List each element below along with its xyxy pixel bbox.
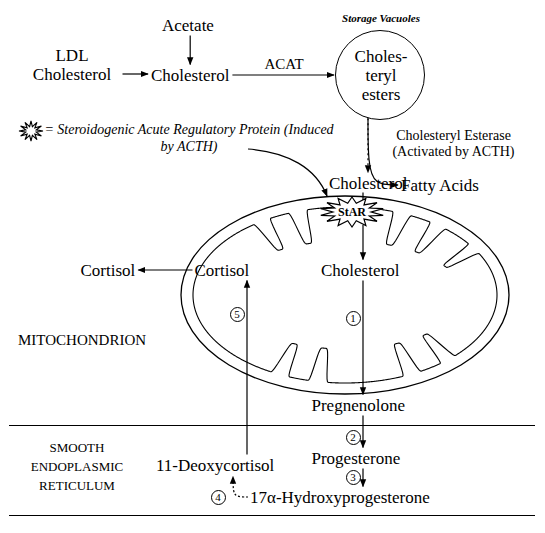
pathway-arrow — [362, 281, 363, 395]
node-text: 11-Deoxycortisol — [156, 456, 274, 475]
node-text: SMOOTH ENDOPLASMIC RETICULUM — [21, 438, 133, 495]
pathway-arrow — [362, 225, 363, 260]
node-text: Cortisol — [81, 261, 136, 280]
metabolite-label: Cholesterol — [329, 174, 407, 193]
enzyme-label: ACAT — [265, 56, 304, 73]
leader-arrow — [248, 149, 327, 196]
inner-membrane — [193, 207, 497, 383]
pathway-arrow — [190, 36, 191, 65]
metabolite-label: LDL Cholesterol — [25, 46, 120, 84]
star-symbol — [19, 121, 43, 141]
node-text: Fatty Acids — [401, 176, 479, 195]
node-text: Acetate — [162, 16, 214, 35]
step-number: 4 — [211, 490, 226, 505]
pathway-arrow — [246, 281, 247, 455]
pathway-arrow — [367, 118, 368, 172]
outer-membrane — [181, 196, 509, 394]
pathway-arrow — [362, 416, 363, 448]
node-text: Progesterone — [312, 449, 401, 468]
metabolite-label: Fatty Acids — [401, 176, 479, 195]
metabolite-label: 17α-Hydroxyprogesterone — [250, 488, 430, 507]
star-shape — [321, 197, 383, 227]
metabolite-label: Cortisol — [81, 261, 136, 280]
star-protein: StAR — [320, 197, 384, 227]
er-band: SMOOTH ENDOPLASMIC RETICULUM Progesterone… — [9, 425, 535, 516]
node-text: Storage Vacuoles — [326, 12, 436, 25]
node-text: Cholesterol — [321, 261, 399, 280]
storage-vacuole: Storage VacuolesCholes- teryl esters — [335, 30, 425, 120]
metabolite-label: Cholesterol — [321, 261, 399, 280]
step-number: 2 — [346, 430, 361, 445]
mitochondrion-outline — [180, 195, 510, 395]
step-number: 3 — [346, 470, 361, 485]
metabolite-label: Progesterone — [312, 449, 401, 468]
node-text: Cortisol — [195, 261, 250, 280]
enzyme-label: Cholesteryl Esterase (Activated by ACTH) — [386, 128, 521, 160]
pathway-arrow — [233, 477, 248, 498]
node-text: MITOCHONDRION — [18, 332, 146, 349]
node-text: Cholesterol — [329, 174, 407, 193]
node-text: 17α-Hydroxyprogesterone — [250, 488, 430, 507]
step-number: 1 — [346, 311, 361, 326]
pathway-arrow — [123, 73, 149, 74]
mitochondrion: MITOCHONDRIONCortisolCholesterol — [180, 195, 510, 395]
node-text: Choles- teryl esters — [349, 47, 413, 104]
legend-entry: = Steroidogenic Acute Regulatory Protein… — [44, 121, 334, 155]
metabolite-label: Pregnenolone — [312, 396, 405, 415]
metabolite-label: Acetate — [162, 16, 214, 35]
metabolite-label: Cortisol — [195, 261, 250, 280]
metabolite-label: Cholesterol — [151, 66, 229, 85]
node-text: Cholesterol — [151, 66, 229, 85]
node-text: StAR — [320, 205, 384, 219]
node-text: LDL Cholesterol — [25, 46, 120, 84]
pathway-arrow — [362, 469, 363, 487]
metabolite-label: 11-Deoxycortisol — [156, 456, 274, 475]
pathway-arrow — [138, 269, 192, 270]
legend-text: = Steroidogenic Acute Regulatory Protein… — [44, 121, 334, 155]
step-number: 5 — [230, 307, 245, 322]
node-text: Pregnenolone — [312, 396, 405, 415]
pathway-arrow — [232, 74, 334, 75]
